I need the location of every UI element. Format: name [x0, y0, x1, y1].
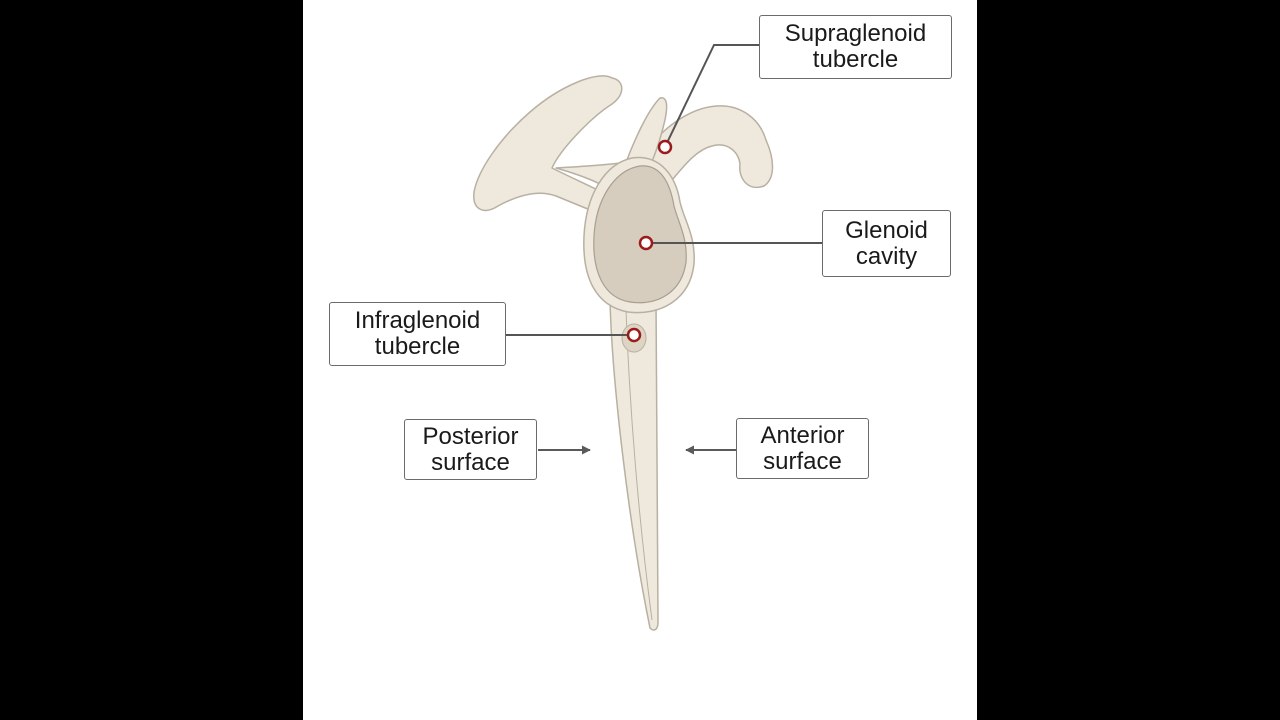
- anterior-surface-label: Anterior surface: [736, 418, 869, 479]
- infraglenoid-line1: Infraglenoid: [354, 307, 481, 334]
- infraglenoid-tubercle-label: Infraglenoid tubercle: [329, 302, 506, 366]
- glenoid-cavity-label: Glenoid cavity: [822, 210, 951, 277]
- coracoid-process: [639, 105, 774, 189]
- anterior-line1: Anterior: [760, 421, 845, 449]
- superior-spine-blade: [623, 97, 668, 171]
- posterior-surface-label: Posterior surface: [404, 419, 537, 480]
- supraglenoid-line2: tubercle: [812, 46, 899, 73]
- posterior-line2: surface: [431, 448, 510, 476]
- supraglenoid-line1: Supraglenoid: [784, 20, 927, 47]
- infraglenoid-marker: [626, 327, 642, 343]
- supraglenoid-marker: [657, 139, 673, 155]
- leader-supraglenoid: [664, 44, 760, 148]
- glenoid-line2: cavity: [855, 242, 918, 270]
- glenoid-cavity-shape: [593, 165, 687, 304]
- scapular-body-blade: [609, 299, 659, 631]
- blade-ridge: [625, 309, 653, 621]
- anterior-line2: surface: [763, 447, 842, 475]
- infraglenoid-line2: tubercle: [374, 333, 461, 360]
- acromion-process: [473, 75, 623, 215]
- posterior-line1: Posterior: [422, 422, 519, 450]
- glenoid-line1: Glenoid: [845, 216, 928, 244]
- supraglenoid-tubercle-label: Supraglenoid tubercle: [759, 15, 952, 79]
- glenoid-marker: [638, 235, 654, 251]
